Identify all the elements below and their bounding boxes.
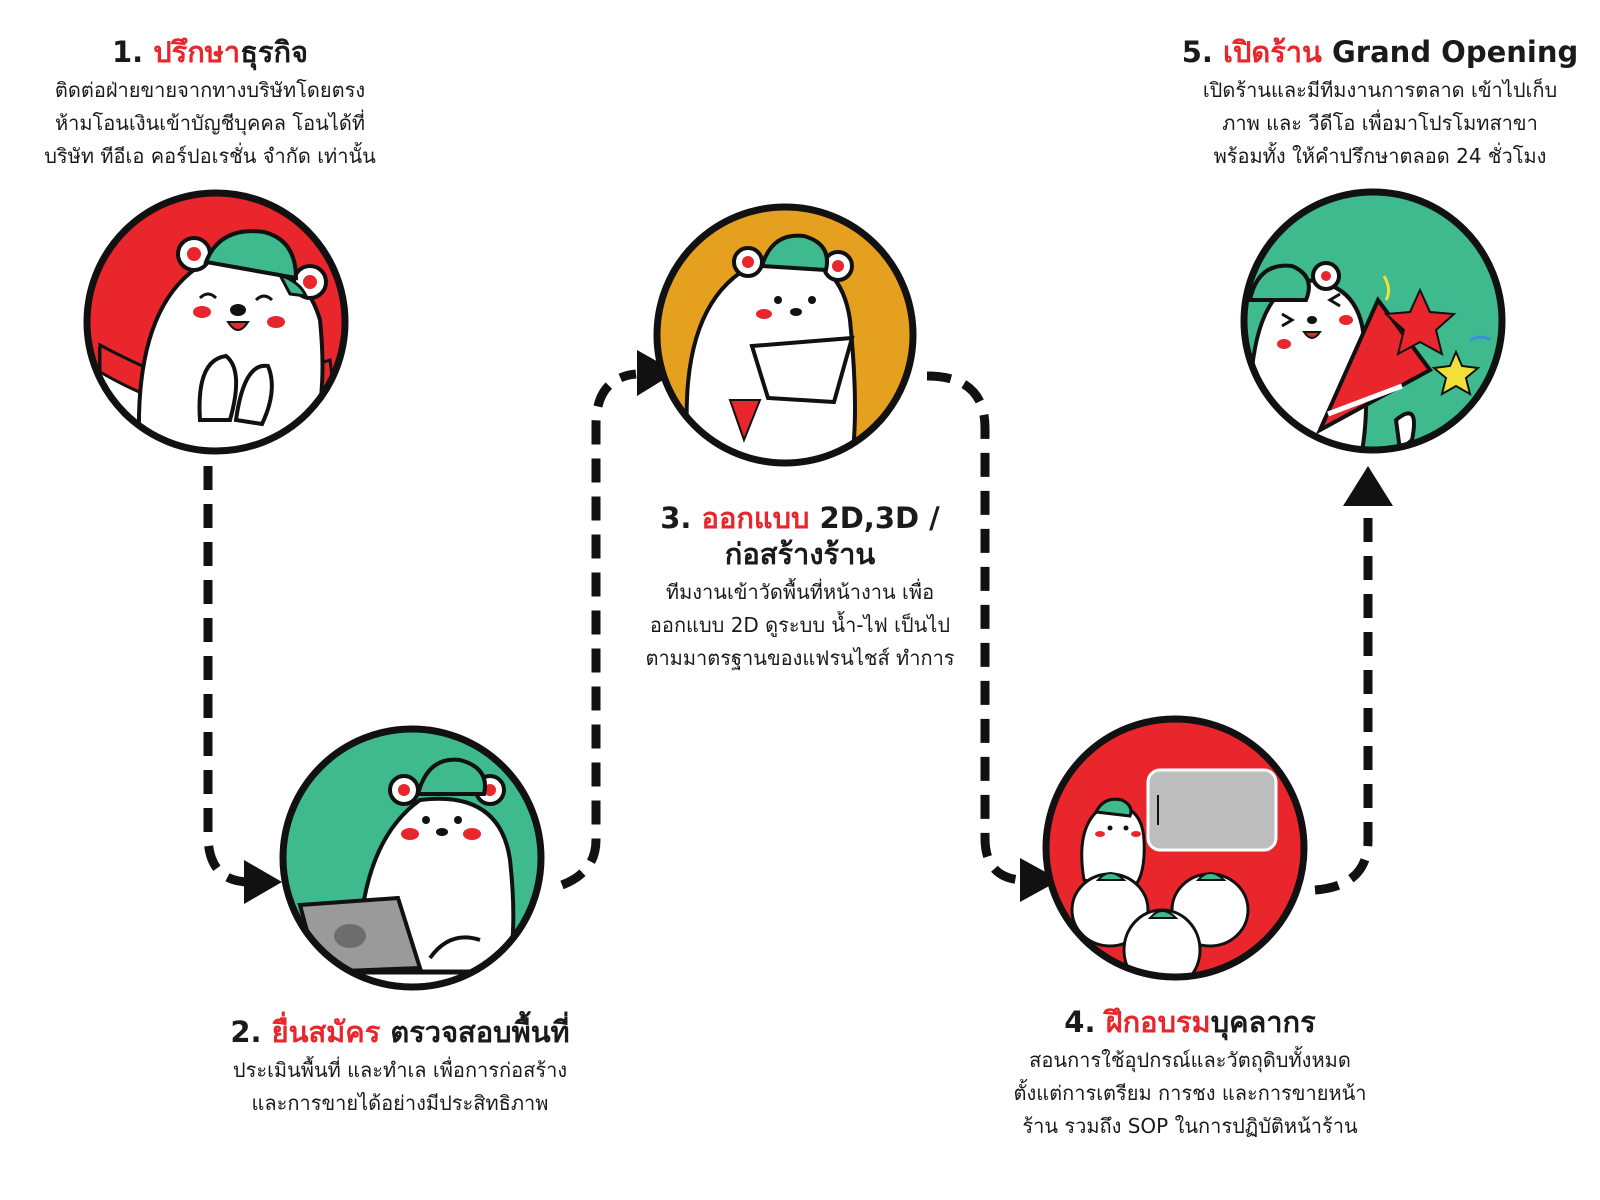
step-1-description: ติดต่อฝ่ายขายจากทางบริษัทโดยตรง ห้ามโอนเ… <box>20 74 400 173</box>
step-4-number: 4. <box>1064 1005 1096 1039</box>
step-1-illustration <box>83 189 349 455</box>
step-4-line-2: ตั้งแต่การเตรียม การชง และการขายหน้า <box>1013 1081 1367 1105</box>
connector-4-5 <box>1314 500 1373 895</box>
step-4: 4. ฝึกอบรมบุคลากร สอนการใช้อุปกรณ์และวัต… <box>985 1004 1395 1143</box>
connector-2-3 <box>560 369 637 890</box>
step-3-illustration <box>653 203 917 467</box>
step-5-illustration <box>1240 188 1506 454</box>
step-1-number: 1. <box>111 35 144 69</box>
step-4-title-highlight: ฝึกอบรม <box>1105 1005 1211 1039</box>
step-5-title-rest: Grand Opening <box>1332 35 1579 69</box>
step-5-title-highlight: เปิดร้าน <box>1223 35 1322 69</box>
step-1-line-3: บริษัท ทีอีเอ คอร์ปอเรชั่น จำกัด เท่านั้… <box>44 144 376 168</box>
step-4-title-rest: บุคลากร <box>1210 1005 1316 1039</box>
step-5: 5. เปิดร้าน Grand Opening เปิดร้านและมีท… <box>1180 34 1580 173</box>
step-1-title-highlight: ปรึกษา <box>153 35 241 69</box>
arrowheads <box>244 350 1393 904</box>
step-4-description: สอนการใช้อุปกรณ์และวัตถุดิบทั้งหมด ตั้งแ… <box>985 1044 1395 1143</box>
connector-1-2 <box>203 466 262 887</box>
step-3-title-rest: 2D,3D / <box>819 501 940 535</box>
step-2-line-2: และการขายได้อย่างมีประสิทธิภาพ <box>251 1091 549 1115</box>
step-3-line-2: ออกแบบ 2D ดูระบบ น้ำ-ไฟ เป็นไป <box>649 613 951 637</box>
arrow-right-icon <box>637 350 676 396</box>
step-2-title-rest: ตรวจสอบพื้นที่ <box>390 1015 570 1049</box>
step-5-line-2: ภาพ และ วีดีโอ เพื่อมาโปรโมทสาขา <box>1222 111 1538 135</box>
step-4-illustration <box>1042 715 1308 981</box>
step-2-title-highlight: ยื่นสมัคร <box>271 1015 381 1049</box>
step-1-title-rest: ธุรกิจ <box>240 35 309 69</box>
arrow-right-icon <box>1020 858 1060 902</box>
step-3-line-1: ทีมงานเข้าวัดพื้นที่หน้างาน เพื่อ <box>665 580 935 604</box>
step-4-line-1: สอนการใช้อุปกรณ์และวัตถุดิบทั้งหมด <box>1029 1048 1351 1072</box>
step-5-line-3: พร้อมทั้ง ให้คำปรึกษาตลอด 24 ชั่วโมง <box>1213 144 1547 168</box>
connector-3-4 <box>926 371 1023 885</box>
step-2-description: ประเมินพื้นที่ และทำเล เพื่อการก่อสร้าง … <box>200 1054 600 1120</box>
step-2-line-1: ประเมินพื้นที่ และทำเล เพื่อการก่อสร้าง <box>232 1058 568 1082</box>
step-2-illustration <box>279 725 545 991</box>
step-3-number: 3. <box>660 501 692 535</box>
step-1-line-2: ห้ามโอนเงินเข้าบัญชีบุคคล โอนได้ที่ <box>54 111 366 135</box>
step-1-line-1: ติดต่อฝ่ายขายจากทางบริษัทโดยตรง <box>54 78 366 102</box>
step-3-title: 3. ออกแบบ 2D,3D /ก่อสร้างร้าน <box>620 500 980 572</box>
step-3: 3. ออกแบบ 2D,3D /ก่อสร้างร้าน ทีมงานเข้า… <box>620 500 980 675</box>
arrow-up-icon <box>1343 466 1393 506</box>
step-5-number: 5. <box>1181 35 1213 69</box>
step-2-number: 2. <box>230 1015 262 1049</box>
arrow-right-icon <box>244 860 282 904</box>
step-3-line-3: ตามมาตรฐานของแฟรนไชส์ ทำการ <box>645 646 955 670</box>
step-4-title: 4. ฝึกอบรมบุคลากร <box>985 1004 1395 1040</box>
step-2-title: 2. ยื่นสมัคร ตรวจสอบพื้นที่ <box>200 1014 600 1050</box>
step-3-title-highlight: ออกแบบ <box>701 501 810 535</box>
step-5-title: 5. เปิดร้าน Grand Opening <box>1180 34 1580 70</box>
step-4-line-3: ร้าน รวมถึง SOP ในการปฏิบัติหน้าร้าน <box>1022 1114 1358 1138</box>
step-1-title: 1. ปรึกษาธุรกิจ <box>20 34 400 70</box>
step-1: 1. ปรึกษาธุรกิจ ติดต่อฝ่ายขายจากทางบริษั… <box>20 34 400 173</box>
step-3-description: ทีมงานเข้าวัดพื้นที่หน้างาน เพื่อ ออกแบบ… <box>620 576 980 675</box>
step-5-description: เปิดร้านและมีทีมงานการตลาด เข้าไปเก็บ ภา… <box>1180 74 1580 173</box>
step-2: 2. ยื่นสมัคร ตรวจสอบพื้นที่ ประเมินพื้นท… <box>200 1014 600 1120</box>
step-5-line-1: เปิดร้านและมีทีมงานการตลาด เข้าไปเก็บ <box>1202 78 1558 102</box>
step-3-title-line-2: ก่อสร้างร้าน <box>724 537 876 571</box>
